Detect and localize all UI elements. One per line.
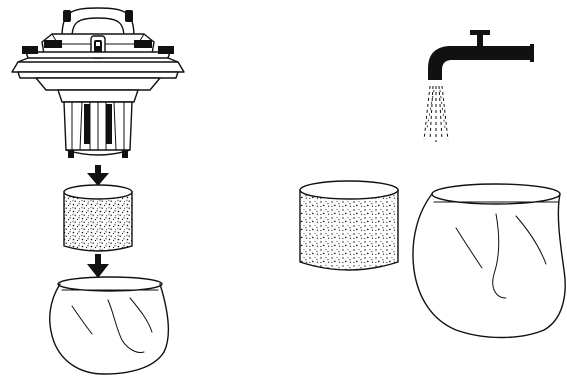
down-arrow-icon [87,254,109,278]
foam-filter [299,180,399,271]
disassembly-steps-panel [11,7,185,375]
rinse-under-tap-panel [299,30,566,339]
foam-filter [63,184,133,252]
water-tap-icon [428,30,534,80]
dust-bag [49,276,169,375]
vacuum-motor-head [11,7,185,158]
down-arrow-icon [87,165,109,186]
dust-bag [412,183,566,339]
water-stream [423,85,449,142]
